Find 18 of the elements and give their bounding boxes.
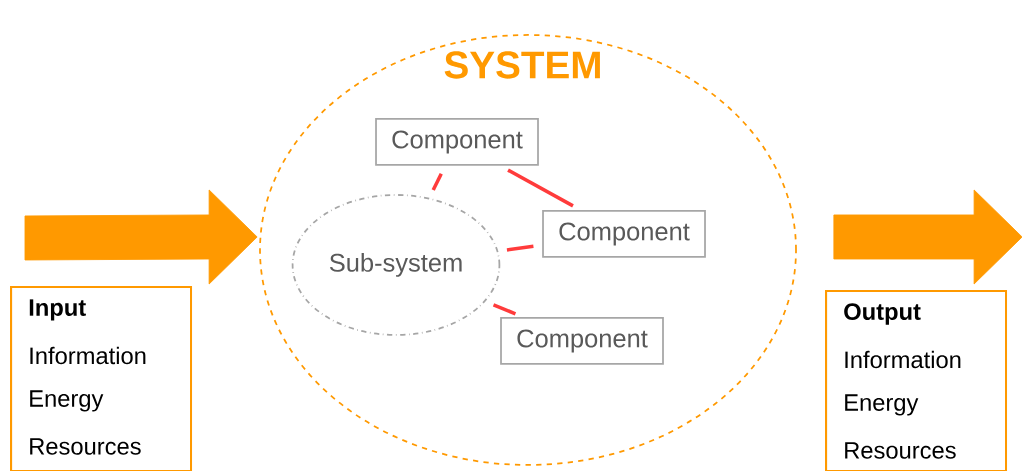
component-box: Component: [375, 118, 539, 166]
connector-line: [492, 303, 517, 316]
block-arrow: [833, 189, 1022, 285]
list-item: Information: [30, 346, 146, 365]
component-box: Component: [500, 317, 664, 365]
list-heading: Output: [844, 303, 921, 325]
block-arrow: [24, 189, 258, 285]
list-item: Energy: [30, 390, 104, 412]
connector-line: [506, 244, 534, 252]
system-heading: SYSTEM: [444, 51, 600, 79]
connector-line: [507, 168, 574, 208]
list-item: Resources: [30, 438, 141, 455]
connector-line: [431, 172, 443, 191]
list-item: Information: [845, 350, 961, 369]
component-box: Component: [542, 210, 706, 258]
list-item: Resources: [845, 442, 956, 459]
list-item: Energy: [845, 394, 919, 416]
list-heading: Input: [29, 299, 86, 321]
